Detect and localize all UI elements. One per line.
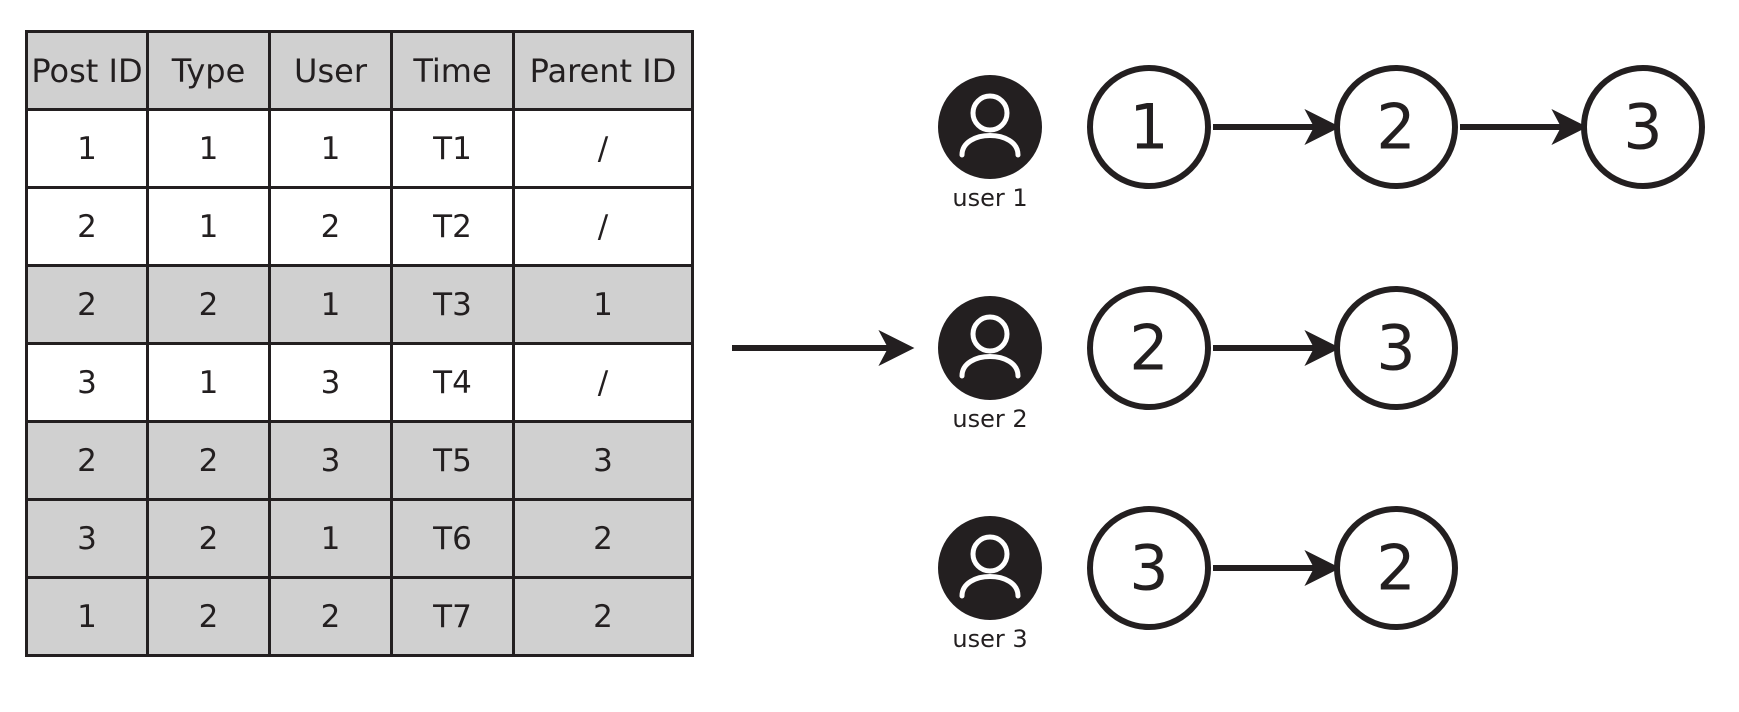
cell-parent-id: / (512, 186, 694, 267)
sequence-row: user 3 3 2 (938, 506, 1458, 653)
user-avatar-icon (938, 75, 1042, 179)
cell-type: 1 (146, 108, 271, 189)
cell-post-id: 3 (25, 498, 149, 579)
cell-user: 1 (268, 264, 393, 345)
cell-type: 2 (146, 264, 271, 345)
post-node-label: 1 (1129, 91, 1168, 164)
post-node-label: 3 (1376, 312, 1415, 385)
cell-time: T1 (390, 108, 515, 189)
cell-post-id: 2 (25, 420, 149, 501)
sequence-rows: user 1 1 2 3 user 2 2 3 user 3 3 2 (938, 65, 1705, 653)
post-node-label: 2 (1376, 91, 1415, 164)
user-avatar-icon (938, 296, 1042, 400)
user-label: user 3 (952, 625, 1027, 653)
post-node-label: 2 (1129, 312, 1168, 385)
cell-type: 2 (146, 420, 271, 501)
header-type: Type (146, 30, 271, 111)
cell-post-id: 2 (25, 264, 149, 345)
post-node: 2 (1334, 65, 1458, 189)
post-node-label: 3 (1623, 91, 1662, 164)
sequence-row: user 1 1 2 3 (938, 65, 1705, 212)
cell-user: 2 (268, 186, 393, 267)
cell-type: 1 (146, 342, 271, 423)
post-node-label: 3 (1129, 532, 1168, 605)
cell-user: 3 (268, 342, 393, 423)
post-node-label: 2 (1376, 532, 1415, 605)
cell-type: 1 (146, 186, 271, 267)
cell-time: T2 (390, 186, 515, 267)
header-post-id: Post ID (25, 30, 149, 111)
post-node: 3 (1581, 65, 1705, 189)
header-parent-id: Parent ID (512, 30, 694, 111)
header-time: Time (390, 30, 515, 111)
cell-post-id: 1 (25, 576, 149, 657)
post-node: 3 (1087, 506, 1211, 630)
post-node: 1 (1087, 65, 1211, 189)
cell-parent-id: 3 (512, 420, 694, 501)
cell-time: T6 (390, 498, 515, 579)
cell-type: 2 (146, 576, 271, 657)
cell-type: 2 (146, 498, 271, 579)
cell-post-id: 1 (25, 108, 149, 189)
post-node: 3 (1334, 286, 1458, 410)
cell-time: T3 (390, 264, 515, 345)
cell-user: 1 (268, 498, 393, 579)
cell-parent-id: 1 (512, 264, 694, 345)
cell-time: T4 (390, 342, 515, 423)
cell-parent-id: / (512, 342, 694, 423)
header-user: User (268, 30, 393, 111)
cell-post-id: 3 (25, 342, 149, 423)
cell-time: T7 (390, 576, 515, 657)
post-node: 2 (1334, 506, 1458, 630)
table-header-row: Post ID Type User Time Parent ID (25, 30, 694, 111)
user-avatar-icon (938, 516, 1042, 620)
cell-user: 2 (268, 576, 393, 657)
cell-user: 3 (268, 420, 393, 501)
cell-time: T5 (390, 420, 515, 501)
user-label: user 1 (952, 184, 1027, 212)
cell-parent-id: 2 (512, 576, 694, 657)
post-node: 2 (1087, 286, 1211, 410)
sequence-row: user 2 2 3 (938, 286, 1458, 433)
cell-post-id: 2 (25, 186, 149, 267)
cell-user: 1 (268, 108, 393, 189)
cell-parent-id: / (512, 108, 694, 189)
cell-parent-id: 2 (512, 498, 694, 579)
user-label: user 2 (952, 405, 1027, 433)
